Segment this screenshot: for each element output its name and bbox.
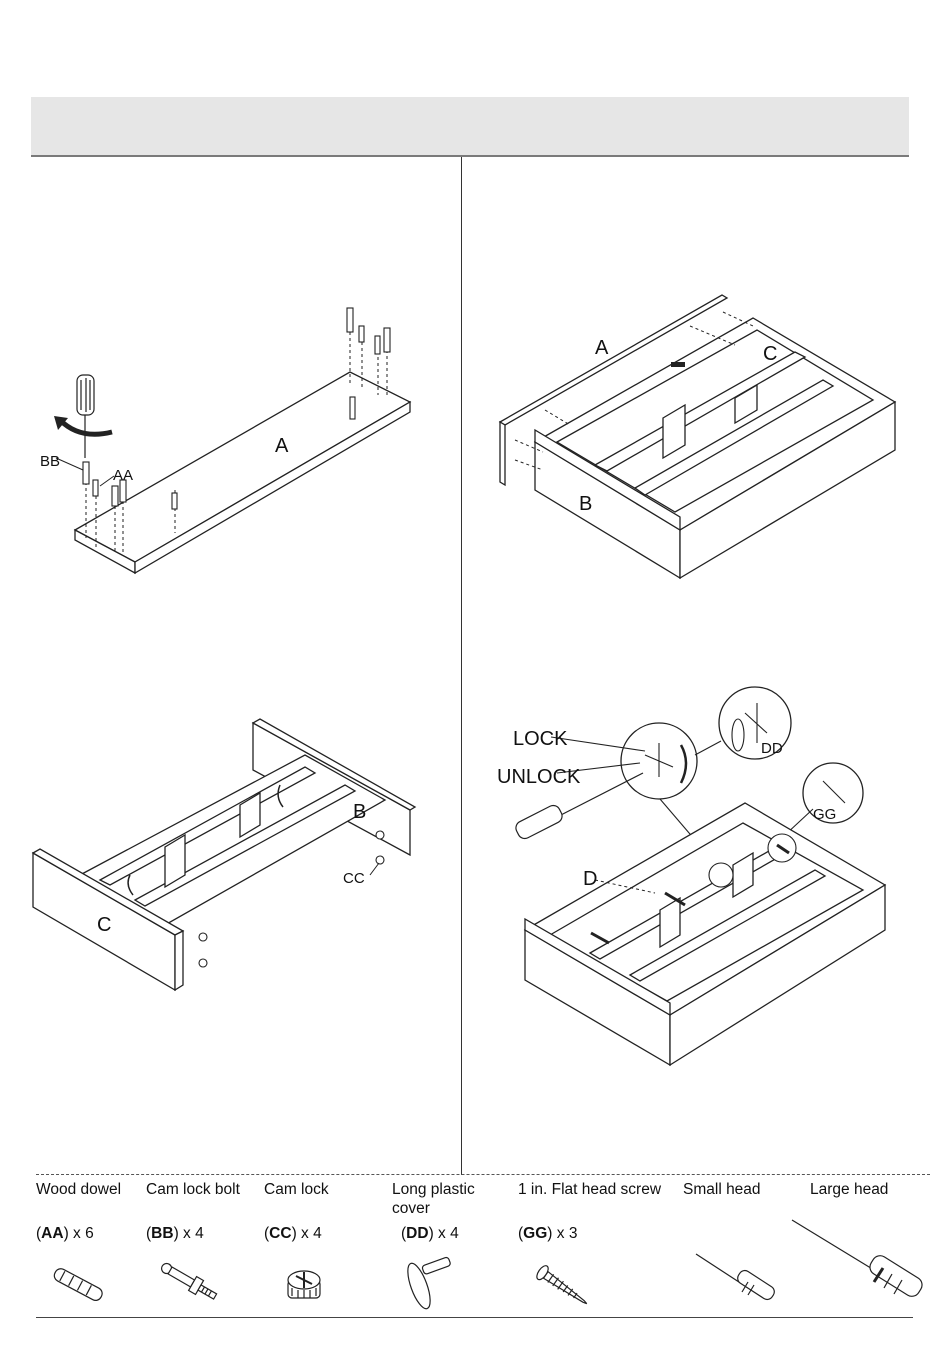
step1-label-bb: BB bbox=[40, 453, 60, 470]
hw-qty-dd: (DD) x 4 bbox=[401, 1225, 459, 1243]
step4-label-dd: DD bbox=[761, 740, 783, 757]
step4-label-d: D bbox=[583, 868, 597, 890]
hw-count-bb: x 4 bbox=[183, 1225, 204, 1242]
step3-label-b: B bbox=[353, 801, 366, 823]
tool-name-small-head: Small head bbox=[683, 1180, 761, 1199]
small-head-screwdriver-icon bbox=[692, 1250, 782, 1308]
hw-qty-cc: (CC) x 4 bbox=[264, 1225, 322, 1243]
step4-label-gg: GG bbox=[813, 806, 836, 823]
step3-label-cc: CC bbox=[343, 870, 365, 887]
hw-name-bb: Cam lock bolt bbox=[146, 1180, 240, 1199]
step1-illustration: A BB AA bbox=[20, 290, 440, 590]
large-head-screwdriver-icon bbox=[788, 1214, 928, 1308]
hw-count-aa: x 6 bbox=[73, 1225, 94, 1242]
hardware-divider-dashed bbox=[36, 1174, 930, 1175]
long-plastic-cover-icon bbox=[405, 1258, 460, 1313]
hw-code-bb: BB bbox=[151, 1225, 173, 1242]
cam-lock-icon bbox=[284, 1266, 324, 1306]
bottom-rule bbox=[36, 1317, 913, 1318]
hw-qty-bb: (BB) x 4 bbox=[146, 1225, 204, 1243]
hw-name-gg: 1 in. Flat head screw bbox=[518, 1180, 661, 1199]
step3-illustration: B C CC bbox=[25, 715, 445, 1005]
wood-dowel-icon bbox=[48, 1265, 108, 1305]
step1-label-aa: AA bbox=[113, 467, 133, 484]
hw-count-cc: x 4 bbox=[301, 1225, 322, 1242]
hw-code-aa: AA bbox=[41, 1225, 63, 1242]
hw-count-dd: x 4 bbox=[438, 1225, 459, 1242]
step3-label-c: C bbox=[97, 914, 111, 936]
hw-qty-aa: (AA) x 6 bbox=[36, 1225, 94, 1243]
panel-divider bbox=[461, 157, 462, 1175]
hw-count-gg: x 3 bbox=[557, 1225, 578, 1242]
step2-illustration: A C B bbox=[495, 290, 915, 590]
hw-code-cc: CC bbox=[269, 1225, 291, 1242]
step2-label-a: A bbox=[595, 337, 609, 359]
step4-label-lock: LOCK bbox=[513, 728, 568, 750]
step2-label-b: B bbox=[579, 493, 592, 515]
step2-label-c: C bbox=[763, 343, 777, 365]
hw-code-gg: GG bbox=[523, 1225, 547, 1242]
tool-name-large-head: Large head bbox=[810, 1180, 888, 1199]
cam-lock-bolt-icon bbox=[155, 1260, 225, 1305]
hw-name-dd: Long plastic cover bbox=[392, 1180, 492, 1218]
hw-qty-gg: (GG) x 3 bbox=[518, 1225, 577, 1243]
hw-name-cc: Cam lock bbox=[264, 1180, 329, 1199]
step-header-band bbox=[31, 97, 909, 157]
hw-code-dd: DD bbox=[406, 1225, 428, 1242]
step4-label-unlock: UNLOCK bbox=[497, 766, 581, 788]
step1-label-a: A bbox=[275, 435, 289, 457]
flat-head-screw-icon bbox=[532, 1266, 594, 1308]
step4-illustration: LOCK UNLOCK DD GG D bbox=[495, 685, 915, 1075]
hw-name-aa: Wood dowel bbox=[36, 1180, 121, 1199]
